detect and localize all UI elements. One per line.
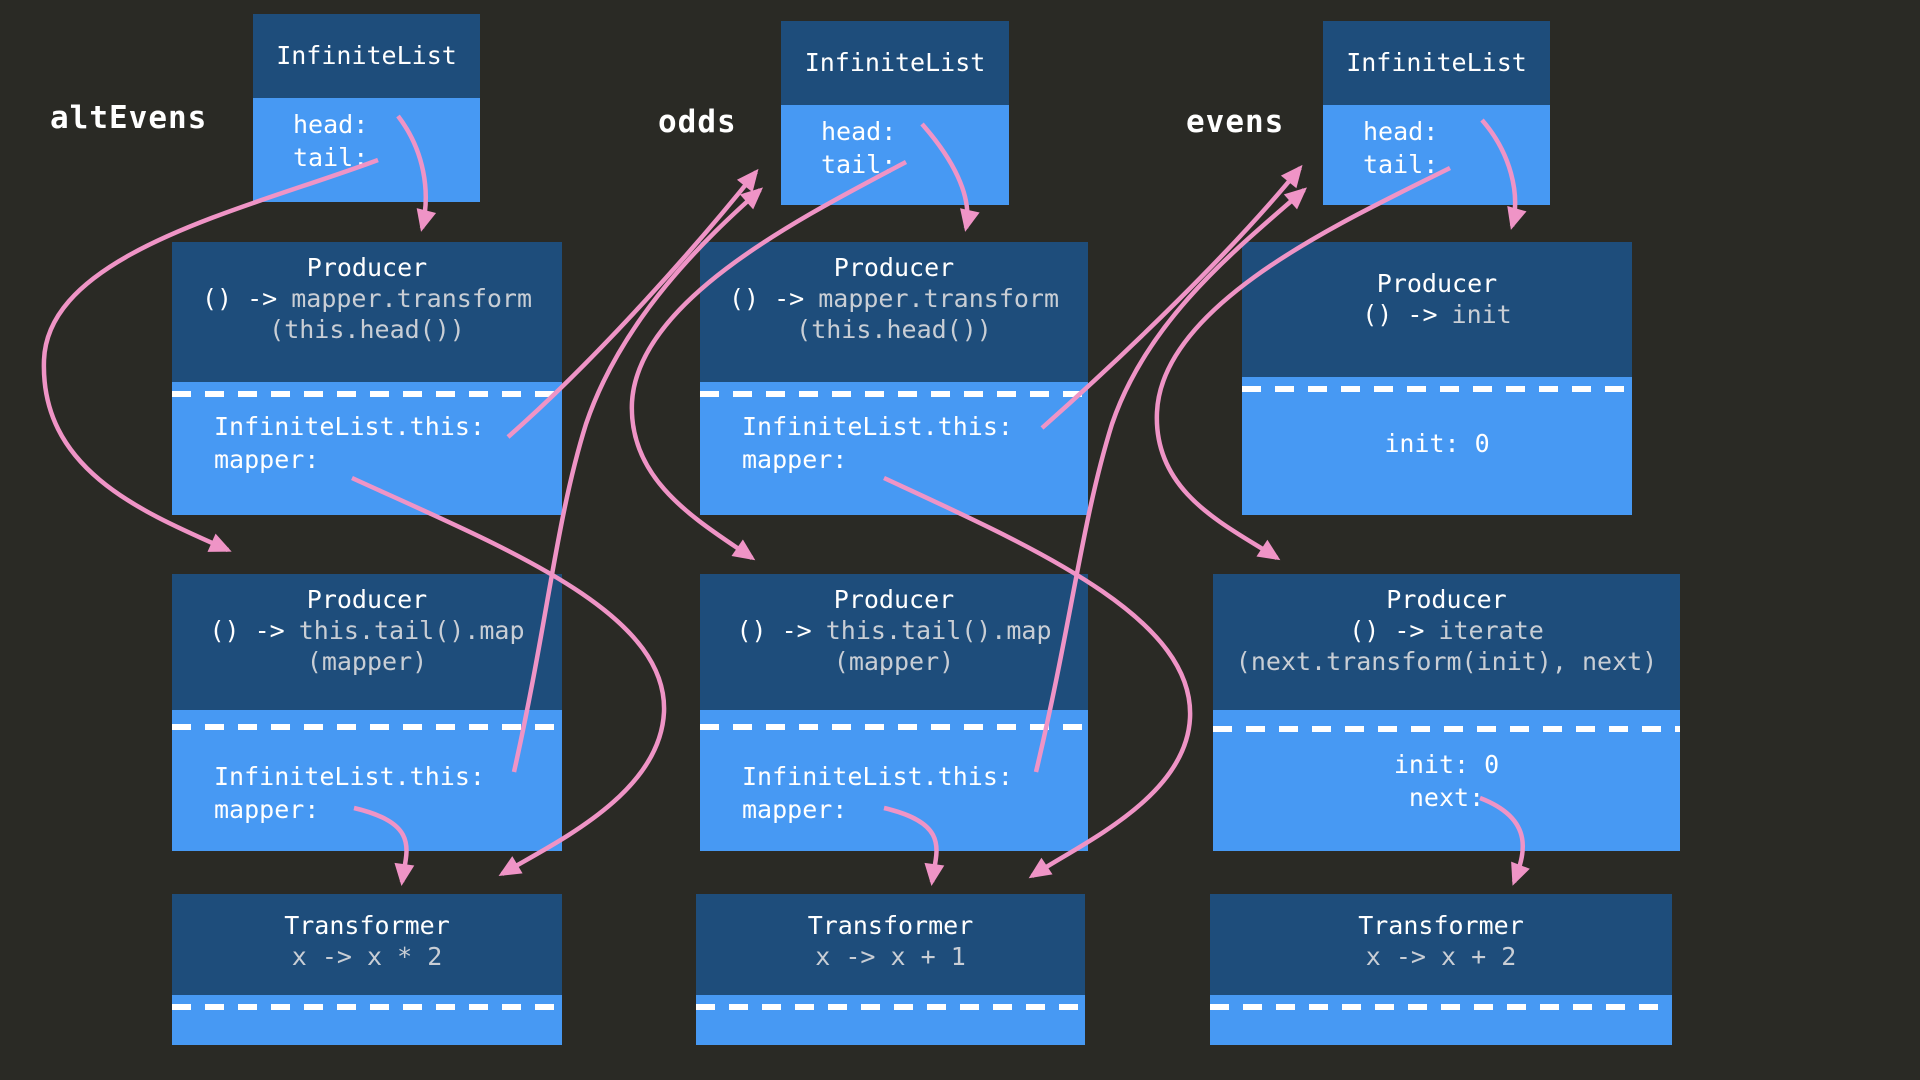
box-title: Transformer (284, 911, 450, 940)
field-head: head: (821, 117, 897, 146)
separator-dashed (172, 391, 562, 397)
box-title: InfiniteList (804, 48, 986, 77)
altEvens-transformer-box: Transformer x -> x * 2 (172, 894, 562, 1045)
box-title: InfiniteList (276, 41, 457, 70)
code-line: (mapper) (306, 647, 428, 676)
odds-transformer-box: Transformer x -> x + 1 (696, 894, 1085, 1045)
odds-tail-producer-box: Producer () -> this.tail().map (mapper) I… (700, 574, 1088, 851)
evens-transformer-box: Transformer x -> x + 2 (1210, 894, 1672, 1045)
altEvens-head-producer-box: Producer () -> mapper.transform (this.hea… (172, 242, 562, 515)
code-prefix: () -> (1349, 616, 1425, 645)
code-prefix: () -> (1362, 300, 1438, 329)
code-line: iterate (1438, 616, 1544, 645)
code-prefix: () -> (201, 284, 278, 313)
field-mapper: mapper: (214, 445, 320, 474)
label-altEvens: altEvens (50, 100, 208, 136)
field-mapper: mapper: (742, 445, 848, 474)
box-title: Producer (833, 253, 955, 282)
field-infinitelist-this: InfiniteList.this: (742, 762, 1013, 791)
code-line: init (1451, 300, 1512, 329)
altEvens-infinitelist-box: InfiniteList head: tail: (253, 14, 480, 202)
field-infinitelist-this: InfiniteList.this: (214, 762, 485, 791)
altEvens-tail-producer-box: Producer () -> this.tail().map (mapper) I… (172, 574, 562, 851)
label-evens: evens (1186, 104, 1285, 140)
separator-dashed (700, 391, 1088, 397)
field-init: init: 0 (1384, 429, 1490, 458)
box-title: Producer (306, 585, 428, 614)
odds-infinitelist-box: InfiniteList head: tail: (781, 21, 1009, 205)
code-line: (mapper) (833, 647, 955, 676)
code-line: (this.head()) (796, 315, 992, 344)
field-tail: tail: (821, 150, 897, 179)
separator-dashed (1242, 386, 1632, 392)
evens-head-producer-box: Producer () -> init init: 0 (1242, 242, 1632, 515)
code-line: x -> x + 1 (815, 942, 966, 971)
field-mapper: mapper: (742, 795, 848, 824)
code-line: (next.transform(init), next) (1235, 647, 1658, 676)
code-prefix: () -> (209, 616, 285, 645)
box-title: Producer (833, 585, 955, 614)
code-line: this.tail().map (825, 616, 1052, 645)
box-title: Transformer (807, 911, 974, 940)
box-title: InfiniteList (1346, 48, 1527, 77)
box-title: Producer (1386, 585, 1507, 614)
label-odds: odds (658, 104, 737, 140)
separator-dashed (696, 1004, 1085, 1010)
box-title: Producer (306, 253, 428, 282)
box-title: Transformer (1358, 911, 1524, 940)
field-tail: tail: (1363, 150, 1439, 179)
code-prefix: () -> (736, 616, 812, 645)
separator-dashed (172, 724, 562, 730)
code-line: mapper.transform (291, 284, 533, 313)
field-mapper: mapper: (214, 795, 320, 824)
field-head: head: (1363, 117, 1439, 146)
field-next: next: (1408, 783, 1485, 812)
separator-dashed (1213, 726, 1680, 732)
field-head: head: (293, 110, 369, 139)
code-line: x -> x + 2 (1365, 942, 1517, 971)
code-prefix: () -> (728, 284, 805, 313)
field-infinitelist-this: InfiniteList.this: (742, 412, 1013, 441)
code-line: this.tail().map (298, 616, 525, 645)
separator-dashed (172, 1004, 562, 1010)
box-title: Producer (1376, 269, 1498, 298)
code-line: x -> x * 2 (291, 942, 443, 971)
separator-dashed (1210, 1004, 1672, 1010)
odds-head-producer-box: Producer () -> mapper.transform (this.hea… (700, 242, 1088, 515)
code-line: (this.head()) (269, 315, 465, 344)
field-init: init: 0 (1393, 750, 1500, 779)
field-infinitelist-this: InfiniteList.this: (214, 412, 485, 441)
field-tail: tail: (293, 143, 369, 172)
evens-infinitelist-box: InfiniteList head: tail: (1323, 21, 1550, 205)
code-line: mapper.transform (818, 284, 1060, 313)
evens-tail-producer-box: Producer () -> iterate (next.transform(in… (1213, 574, 1680, 851)
separator-dashed (700, 724, 1088, 730)
